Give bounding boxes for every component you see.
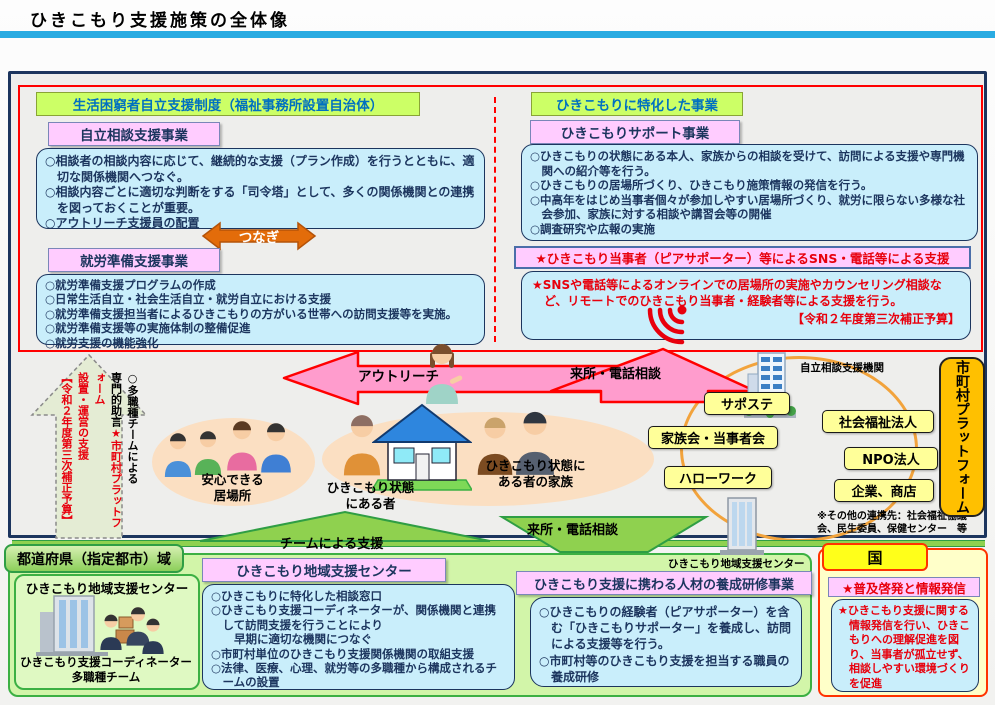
person-icon [224,416,260,472]
shuro-item: ○就労準備支援担当者によるひきこもりの方がいる世帯への訪問支援等を実施。 [45,306,458,321]
title-underline [0,31,995,38]
jinzai-header: ひきこもり支援に携わる人材の養成研修事業 [516,571,812,595]
tsunagi-label: つなぎ [238,230,280,246]
shuro-item: ○日常生活自立・社会生活自立・就労自立における支援 [45,292,332,307]
network-box-shafuku: 社会福祉法人 [822,410,934,433]
shuro-box: ○就労準備支援プログラムの作成 ○日常生活自立・社会生活自立・就労自立における支… [36,274,485,350]
person-icon [162,430,194,477]
jiritsu-box: ○相談者の相談内容に応じて、継続的な支援（プラン作成）を行うとともに、適切な関係… [36,148,485,231]
visit-down-label: 来所・電話相談 [527,523,619,538]
support-box: ○ひきこもりの状態にある本人、家族からの相談を受けて、訪問による支援や専門機関へ… [521,144,978,241]
visit-down-arrow-icon [498,516,710,553]
advice-arrow-icon [30,353,148,539]
pref-center-title: ひきこもり地域支援センター [25,581,189,596]
national-body: ★ひきこもり支援に関する情報発信を行い、ひきこもりへの理解促進を図り、当事者が孤… [838,604,970,690]
person-icon [192,428,224,475]
shuro-item: ○就労準備支援プログラムの作成 [45,278,216,292]
wifi-signal-icon [647,305,687,345]
visit-label: 来所・電話相談 [570,367,662,382]
national-label: 国 [822,543,928,571]
network-box-npo: NPO法人 [844,447,938,470]
support-item: ○ひきこもりの状態にある本人、家族からの相談を受けて、訪問による支援や専門機関へ… [530,149,965,178]
jinzai-box: ○ひきこもりの経験者（ピアサポーター）を含む「ひきこもりサポーター」を養成し、訪… [530,597,802,687]
support-item: ○中高年をはじめ当事者個々が参加しやすい居場所づくり、就労に限らない多様な社会参… [530,192,965,222]
coordinator-label: ひきこもり支援コーディネーター 多職種チーム [20,655,192,684]
outreach-label: アウトリーチ [358,369,439,385]
national-header: ★普及啓発と情報発信 [828,577,980,597]
regional-center-building-icon [720,497,764,555]
jiritsu-item: ○相談内容ごとに適切な判断をする「司令塔」として、多くの関係機関との連携を図って… [45,185,475,215]
network-box-kazokukai: 家族会・当事者会 [648,426,778,449]
shuro-header: 就労準備支援事業 [48,248,220,272]
support-item: ○調査研究や広報の実施 [530,221,656,236]
advice-text: ○多職種チームによる 専門的助言★市町村プラットフォーム 設置・運営の支援 【令… [40,372,140,534]
pref-center-building-icon [36,595,164,656]
team-support-label: チームによる支援 [280,537,384,552]
prefecture-area-label: 都道府県（指定都市）域 [4,544,184,573]
network-box-saposute: サポステ [704,392,790,415]
jinzai-item: ○ひきこもりの経験者（ピアサポーター）を含む「ひきこもりサポーター」を養成し、訪… [539,605,792,652]
support-item: ○ひきこもりの居場所づくり、ひきこもり施策情報の発信を行う。 [530,178,873,193]
team-support-arrow-icon [199,510,491,542]
green-band [12,540,985,547]
supporter-woman-icon [426,344,463,404]
center-box: ○ひきこもりに特化した相談窓口 ○ひきこもり支援コーディネーターが、関係機関と連… [202,584,515,690]
jiritsu-header: 自立相談支援事業 [48,122,220,146]
center-building-label: ひきこもり地域支援センター [668,558,805,570]
advice-text-red: ★市町村プラットフォーム 設置・運営の支援 【令和２年度第三次補正予算】 [60,372,123,528]
sns-box: ★SNSや電話等によるオンラインでの居場所の実施やカウンセリング相談など、リモー… [521,271,971,340]
support-org-label: 自立相談支援機関 [800,362,884,374]
platform-box: 市町村プラットフォーム [939,357,985,517]
house-icon [372,403,472,491]
shuro-item: ○就労支援の機能強化 [45,335,159,350]
municipal-programs-box [18,85,983,352]
center-header: ひきこもり地域支援センター [202,558,446,582]
sns-header: ★ひきこもり当事者（ピアサポーター）等によるSNS・電話等による支援 [514,246,971,269]
center-item: ○ひきこもりに特化した相談窓口 [211,589,383,603]
page-title: ひきこもり支援施策の全体像 [30,11,290,31]
ibasho-label: 安心できる 居場所 [201,472,264,503]
support-header: ひきこもりサポート事業 [530,120,740,144]
family-label: ひきこもり状態に ある者の家族 [485,458,586,489]
jiritsu-item: ○アウトリーチ支援員の配置 [45,216,200,231]
tojisha-label: ひきこもり状態 にある者 [326,480,415,511]
sns-budget: 【令和２年度第三次補正予算】 [791,312,960,327]
platform-label: 市町村プラットフォーム [954,360,970,514]
network-box-kigyo: 企業、商店 [834,479,934,502]
jiritsu-item: ○相談者の相談内容に応じて、継続的な支援（プラン作成）を行うとともに、適切な関係… [45,154,475,184]
network-box-hellowork: ハローワーク [664,466,772,489]
national-body-box: ★ひきこもり支援に関する情報発信を行い、ひきこもりへの理解促進を図り、当事者が孤… [831,599,979,692]
center-item: ○ひきこもり支援コーディネーターが、関係機関と連携して訪問支援を行うことにより … [211,603,496,647]
center-item: ○法律、医療、心理、就労等の多職種から構成されるチームの設置 [211,660,498,690]
seikatsu-header: 生活困窮者自立支援制度（福祉事務所設置自治体） [36,92,420,116]
advice-text-black: ○多職種チームによる 専門的助言 [109,372,140,484]
shuro-item: ○就労準備支援等の実施体制の整備促進 [45,321,251,336]
network-note: ※その他の連携先：社会福祉協議 会、民生委員、保健センター 等 [817,511,967,535]
center-item: ○市町村単位のひきこもり支援関係機関の取組支援 [211,646,475,661]
tokka-header: ひきこもりに特化した事業 [531,92,743,116]
column-divider [494,97,496,342]
tsunagi-arrow-icon [201,221,317,251]
sns-body: ★SNSや電話等によるオンラインでの居場所の実施やカウンセリング相談など、リモー… [532,278,942,309]
person-icon [258,418,294,474]
jinzai-item: ○市町村等のひきこもり支援を担当する職員の養成研修 [539,653,790,684]
